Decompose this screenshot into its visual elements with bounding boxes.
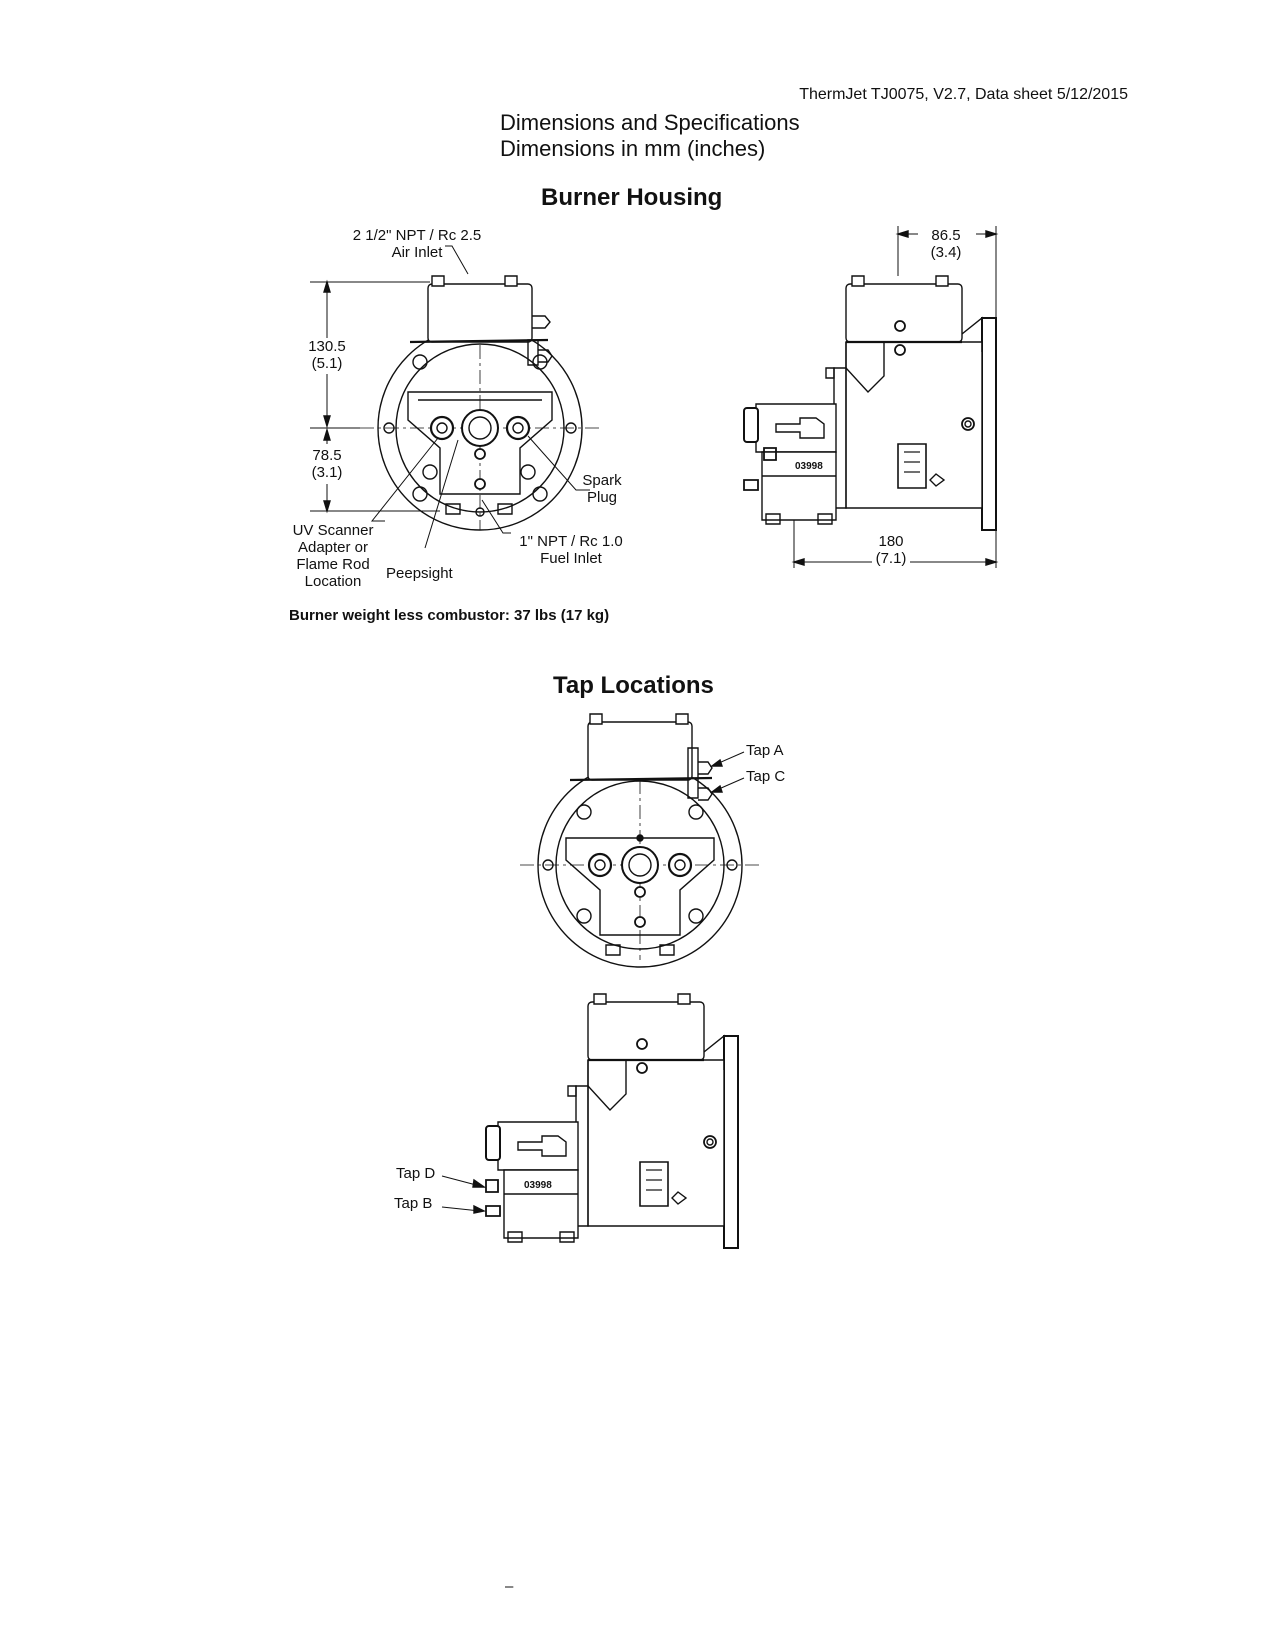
spark-plug-label: Spark Plug bbox=[572, 472, 632, 506]
weight-note: Burner weight less combustor: 37 lbs (17… bbox=[289, 607, 610, 624]
side-plate-number: 03998 bbox=[795, 461, 823, 472]
page-title: Dimensions and Specifications bbox=[500, 110, 800, 135]
dim-value-mm: 130.5 bbox=[308, 338, 346, 355]
spark-plug-line-2: Plug bbox=[586, 489, 618, 506]
uv-scanner-label: UV Scanner Adapter or Flame Rod Location bbox=[282, 522, 384, 590]
fuel-inlet-spec: 1" NPT / Rc 1.0 bbox=[519, 533, 623, 550]
dim-value-in: (5.1) bbox=[311, 355, 343, 372]
dim-value-in: (3.4) bbox=[930, 244, 962, 261]
tap-c-label: Tap C bbox=[746, 768, 786, 785]
tap-b-label: Tap B bbox=[394, 1195, 433, 1212]
fuel-inlet-name: Fuel Inlet bbox=[540, 550, 602, 567]
dim-value-mm: 180 bbox=[878, 533, 904, 550]
dim-side-top: 86.5 (3.4) bbox=[916, 227, 976, 261]
footer-mark: – bbox=[505, 1578, 514, 1595]
uv-scanner-line-2: Adapter or bbox=[297, 539, 369, 556]
tap-locations-heading: Tap Locations bbox=[553, 672, 714, 699]
uv-scanner-line-3: Flame Rod bbox=[296, 556, 370, 573]
air-inlet-name: Air Inlet bbox=[391, 244, 443, 261]
tap-d-label: Tap D bbox=[396, 1165, 436, 1182]
dim-height-top: 130.5 (5.1) bbox=[297, 338, 357, 372]
spark-plug-line-1: Spark bbox=[582, 472, 622, 489]
air-inlet-spec: 2 1/2" NPT / Rc 2.5 bbox=[352, 227, 482, 244]
fuel-inlet-label: 1" NPT / Rc 1.0 Fuel Inlet bbox=[506, 533, 636, 567]
uv-scanner-line-4: Location bbox=[304, 573, 362, 590]
tap-a-label: Tap A bbox=[746, 742, 784, 759]
document-header: ThermJet TJ0075, V2.7, Data sheet 5/12/2… bbox=[799, 86, 1128, 103]
tap-plate-number: 03998 bbox=[524, 1180, 552, 1191]
dim-value-in: (7.1) bbox=[875, 550, 907, 567]
dim-height-bottom: 78.5 (3.1) bbox=[297, 447, 357, 481]
peepsight-label: Peepsight bbox=[386, 565, 453, 582]
page-subtitle: Dimensions in mm (inches) bbox=[500, 136, 766, 161]
air-inlet-label: 2 1/2" NPT / Rc 2.5 Air Inlet bbox=[342, 227, 492, 261]
dim-side-length: 180 (7.1) bbox=[861, 533, 921, 567]
dim-value-mm: 86.5 bbox=[931, 227, 961, 244]
uv-scanner-line-1: UV Scanner bbox=[292, 522, 374, 539]
dim-value-mm: 78.5 bbox=[312, 447, 342, 464]
burner-housing-heading: Burner Housing bbox=[541, 184, 723, 211]
dim-value-in: (3.1) bbox=[311, 464, 343, 481]
